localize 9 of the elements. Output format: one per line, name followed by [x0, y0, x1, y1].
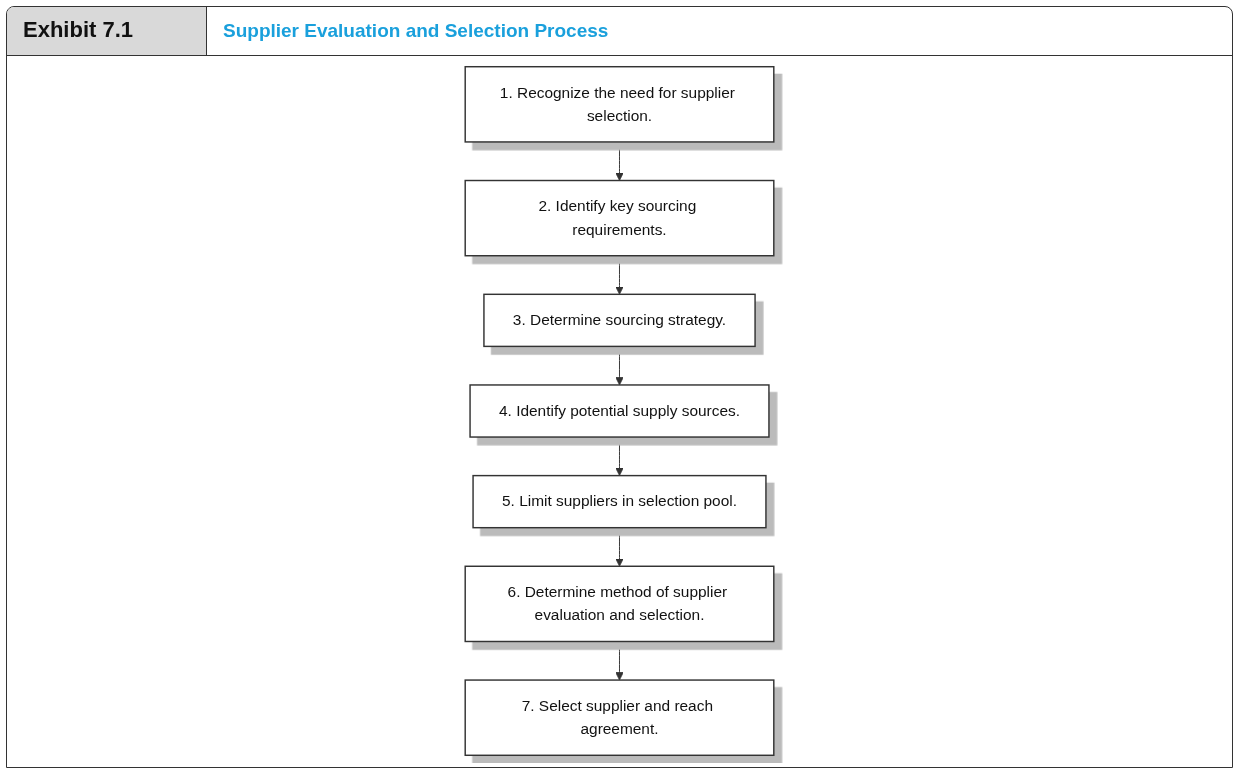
node-box: 7. Select supplier and reach agreement. — [464, 679, 775, 756]
diagram-title: Supplier Evaluation and Selection Process — [222, 19, 610, 43]
node-box: 2. Identify key sourcing requirements. — [464, 179, 775, 257]
exhibit-label: Exhibit 7.1 — [7, 7, 207, 55]
node-box: 6. Determine method of supplier evaluation and selection. — [464, 565, 775, 643]
node-box: 5. Limit suppliers in selection pool. — [472, 474, 767, 529]
node-box: 4. Identify potential supply sources. — [469, 384, 770, 438]
node-box: 3. Determine sourcing strategy. — [483, 293, 756, 348]
node-box: 1. Recognize the need for supplier selection. — [464, 66, 775, 143]
